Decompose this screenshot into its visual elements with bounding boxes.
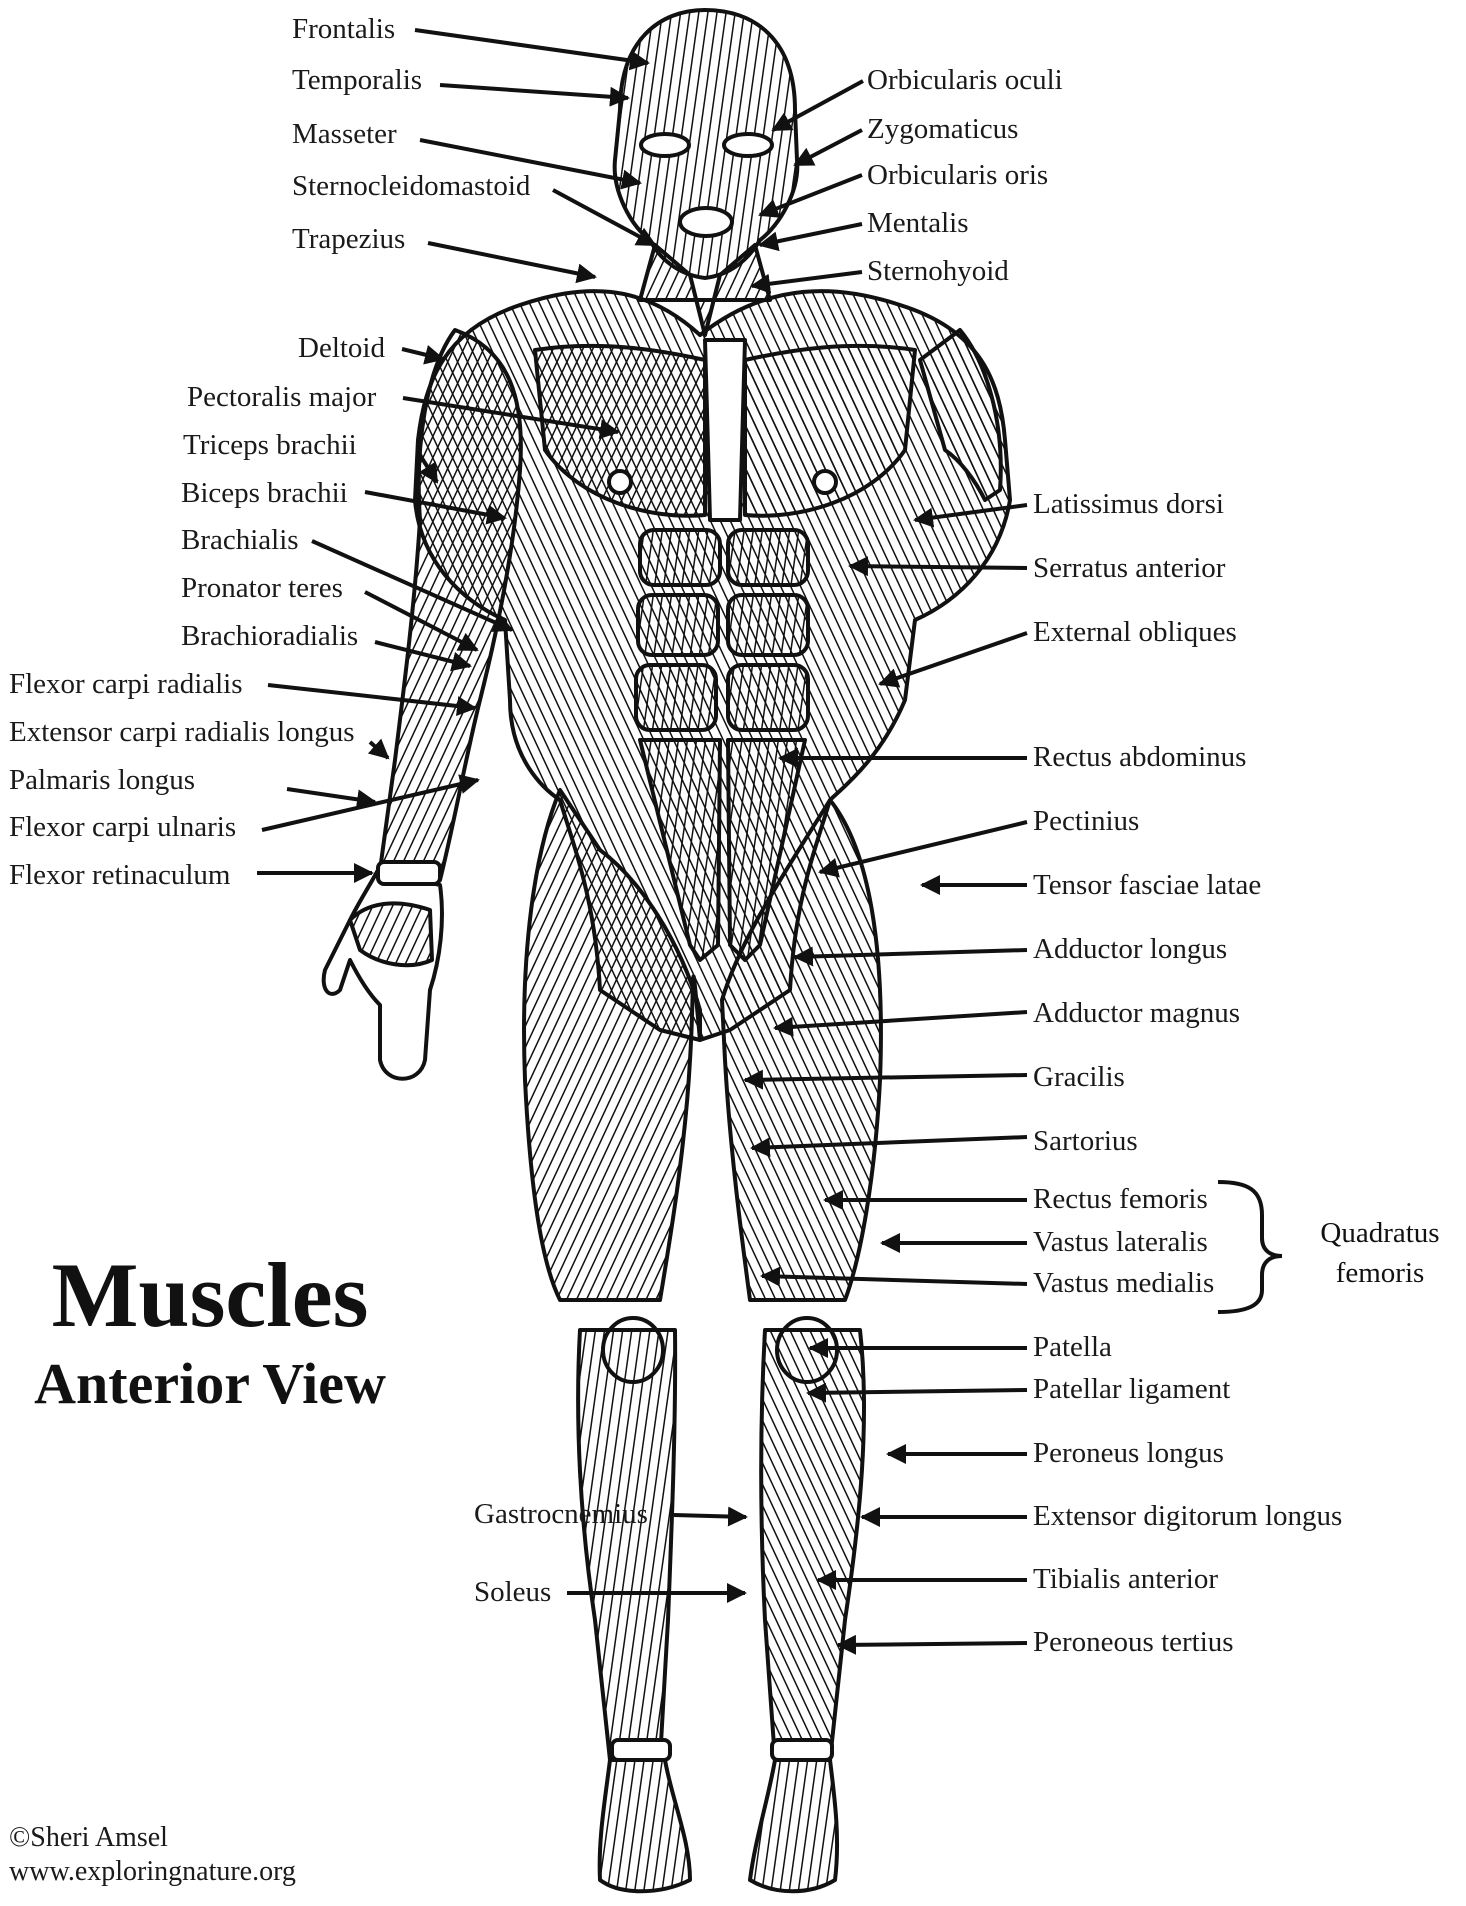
quadratus-line-1: Quadratus bbox=[1300, 1213, 1460, 1253]
label-pectinius: Pectinius bbox=[1033, 804, 1139, 838]
label-pectoralis-major: Pectoralis major bbox=[187, 380, 376, 414]
label-rectus-femoris: Rectus femoris bbox=[1033, 1182, 1208, 1216]
right-foot bbox=[750, 1760, 837, 1891]
label-trapezius: Trapezius bbox=[292, 222, 405, 256]
label-patella: Patella bbox=[1033, 1330, 1112, 1364]
label-flexor-carpi-ulnaris: Flexor carpi ulnaris bbox=[9, 810, 236, 844]
label-tibialis-anterior: Tibialis anterior bbox=[1033, 1562, 1218, 1596]
credit-website: www.exploringnature.org bbox=[9, 1856, 296, 1888]
label-masseter: Masseter bbox=[292, 117, 397, 151]
label-adductor-longus: Adductor longus bbox=[1033, 932, 1227, 966]
label-mentalis: Mentalis bbox=[867, 206, 969, 240]
quadratus-line-2: femoris bbox=[1300, 1253, 1460, 1293]
label-patellar-ligament: Patellar ligament bbox=[1033, 1372, 1230, 1406]
label-sternohyoid: Sternohyoid bbox=[867, 254, 1009, 288]
label-serratus-anterior: Serratus anterior bbox=[1033, 551, 1225, 585]
label-zygomaticus: Zygomaticus bbox=[867, 112, 1018, 146]
label-vastus-medialis: Vastus medialis bbox=[1033, 1266, 1214, 1300]
label-peroneous-tertius: Peroneous tertius bbox=[1033, 1625, 1234, 1659]
label-orbicularis-oris: Orbicularis oris bbox=[867, 158, 1048, 192]
label-biceps-brachii: Biceps brachii bbox=[181, 476, 348, 510]
label-brachioradialis: Brachioradialis bbox=[181, 619, 358, 653]
label-orbicularis-oculi: Orbicularis oculi bbox=[867, 63, 1063, 97]
label-tensor-fasciae-latae: Tensor fasciae latae bbox=[1033, 868, 1261, 902]
label-temporalis: Temporalis bbox=[292, 63, 422, 97]
label-pronator-teres: Pronator teres bbox=[181, 571, 343, 605]
label-extensor-digitorum-longus: Extensor digitorum longus bbox=[1033, 1499, 1342, 1533]
label-extensor-carpi-radialis-longus: Extensor carpi radialis longus bbox=[9, 715, 355, 749]
body-outline bbox=[324, 10, 1010, 1891]
label-rectus-abdominus: Rectus abdominus bbox=[1033, 740, 1246, 774]
label-soleus: Soleus bbox=[474, 1575, 551, 1609]
label-frontalis: Frontalis bbox=[292, 12, 395, 46]
credit-author: ©Sheri Amsel bbox=[9, 1822, 168, 1854]
diagram-subtitle: Anterior View bbox=[0, 1352, 420, 1416]
label-quadratus-femoris: Quadratus femoris bbox=[1300, 1213, 1460, 1293]
label-vastus-lateralis: Vastus lateralis bbox=[1033, 1225, 1208, 1259]
label-flexor-carpi-radialis: Flexor carpi radialis bbox=[9, 667, 243, 701]
label-flexor-retinaculum: Flexor retinaculum bbox=[9, 858, 230, 892]
left-lower-leg bbox=[578, 1330, 675, 1760]
left-hand bbox=[324, 870, 442, 1079]
label-gracilis: Gracilis bbox=[1033, 1060, 1125, 1094]
label-sartorius: Sartorius bbox=[1033, 1124, 1138, 1158]
label-triceps-brachii: Triceps brachii bbox=[183, 428, 357, 462]
label-gastrocnemius: Gastrocnemius bbox=[474, 1497, 648, 1531]
label-sternocleidomastoid: Sternocleidomastoid bbox=[292, 169, 530, 203]
label-palmaris-longus: Palmaris longus bbox=[9, 763, 195, 797]
left-foot bbox=[600, 1760, 690, 1891]
label-deltoid: Deltoid bbox=[298, 331, 385, 365]
quadratus-bracket bbox=[1218, 1182, 1282, 1312]
label-adductor-magnus: Adductor magnus bbox=[1033, 996, 1240, 1030]
label-latissimus-dorsi: Latissimus dorsi bbox=[1033, 487, 1224, 521]
label-brachialis: Brachialis bbox=[181, 523, 299, 557]
label-external-obliques: External obliques bbox=[1033, 615, 1237, 649]
diagram-title: Muscles bbox=[0, 1245, 420, 1345]
label-peroneus-longus: Peroneus longus bbox=[1033, 1436, 1224, 1470]
